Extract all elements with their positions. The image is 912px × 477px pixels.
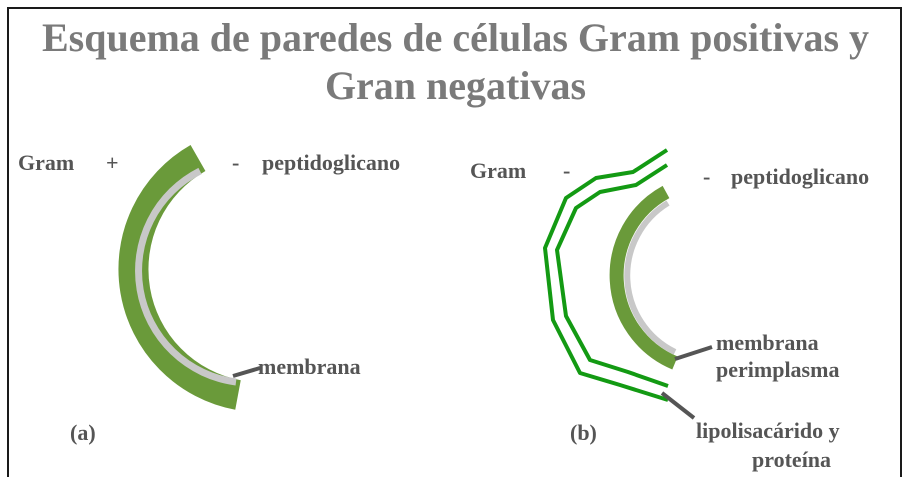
title-line-1: Esquema de paredes de células Gram posit… — [41, 15, 870, 60]
gram-positive-panel-label: (a) — [70, 420, 96, 445]
gram-positive-minus: - — [232, 150, 239, 175]
gram-positive-membrane-leader — [232, 366, 261, 378]
diagram-title: Esquema de paredes de células Gram posit… — [9, 14, 902, 110]
gram-positive-peptidoglycan-label: peptidoglicano — [262, 150, 400, 175]
gram-negative-lps-leader — [660, 391, 696, 420]
gram-negative-minus: - — [703, 164, 710, 189]
figure-frame — [7, 7, 902, 477]
gram-negative-gram-label: Gram — [470, 158, 526, 183]
gram-positive-membrane-layer — [135, 167, 237, 386]
gram-positive-sign: + — [106, 150, 119, 175]
gram-negative-lps-label-line-1: lipolisacárido y — [696, 418, 840, 443]
gram-negative-outer-membrane-outer-line — [543, 148, 669, 402]
title-line-2: Gran negativas — [324, 63, 587, 108]
gram-negative-periplasm-label: perimplasma — [716, 357, 839, 382]
gram-negative-peptidoglycan-label: peptidoglicano — [731, 164, 869, 189]
gram-negative-outer-membrane-inner-line — [555, 163, 669, 388]
gram-negative-membrane-layer — [624, 200, 677, 355]
gram-negative-membrane-label: membrana — [716, 330, 819, 355]
gram-negative-membrane-leader — [674, 345, 713, 361]
gram-negative-peptidoglycan-layer — [609, 185, 678, 370]
gram-negative-panel-label: (b) — [570, 420, 597, 445]
gram-negative-diagram: Gram - - peptidoglicano membrana perimpl… — [470, 148, 869, 472]
gram-negative-lps-label-line-2: proteína — [752, 447, 831, 472]
gram-positive-membrane-label: membrana — [258, 354, 361, 379]
gram-positive-diagram: Gram + - peptidoglicano membrana (a) — [18, 144, 400, 445]
gram-positive-peptidoglycan-layer — [118, 144, 241, 410]
gram-positive-gram-label: Gram — [18, 150, 74, 175]
gram-negative-sign: - — [563, 158, 570, 183]
